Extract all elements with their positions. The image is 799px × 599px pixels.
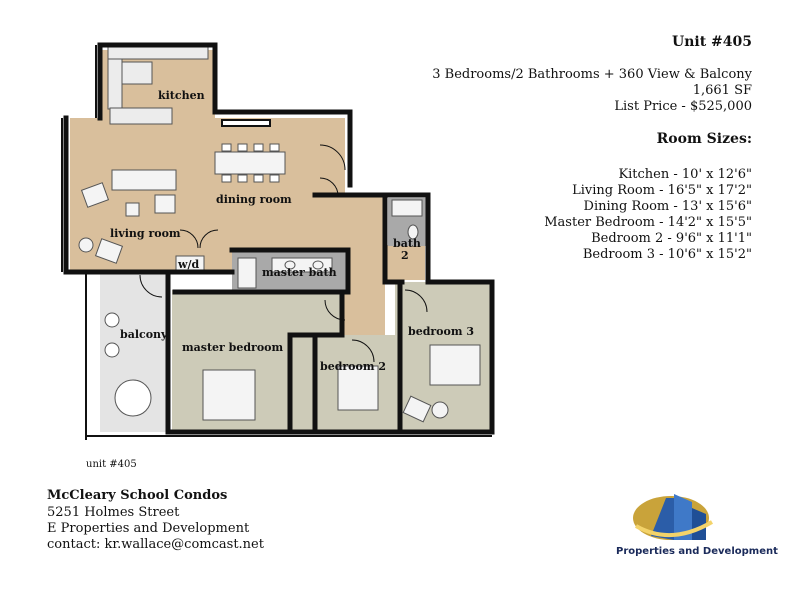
floor-wood (70, 50, 425, 335)
room-size-bedroom3: Bedroom 3 - 10'6" x 15'2" (582, 247, 752, 262)
room-label-balcony: balcony (120, 328, 168, 341)
plan-caption: unit #405 (86, 459, 137, 470)
kitchen-counters (107, 46, 209, 125)
summary-price: List Price - $525,000 (614, 99, 752, 114)
room-label-living: living room (110, 227, 181, 240)
room-label-bedroom3: bedroom 3 (408, 325, 474, 338)
address: 5251 Holmes Street (47, 505, 180, 520)
logo-text: Properties and Development (616, 546, 778, 557)
building-logo-icon (633, 494, 714, 540)
room-size-kitchen: Kitchen - 10' x 12'6" (618, 167, 752, 182)
walls (63, 42, 495, 435)
room-label-kitchen: kitchen (158, 89, 205, 102)
room-size-master: Master Bedroom - 14'2" x 15'5" (544, 215, 752, 230)
room-size-living: Living Room - 16'5" x 17'2" (572, 183, 752, 198)
company-logo: Properties and Development (616, 488, 778, 568)
exterior-windows (61, 45, 492, 440)
room-label-dining: dining room (216, 193, 292, 206)
company-name: E Properties and Development (47, 521, 250, 536)
room-size-dining: Dining Room - 13' x 15'6" (583, 199, 752, 214)
dining-table (214, 143, 286, 183)
unit-title: Unit #405 (671, 34, 752, 50)
room-label-bedroom2: bedroom 2 (320, 360, 386, 373)
room-label-master-bedroom: master bedroom (182, 341, 284, 354)
room-label-bath2: bath (393, 237, 421, 250)
project-name: McCleary School Condos (47, 488, 228, 503)
summary-area: 1,661 SF (692, 83, 752, 98)
living-furniture (78, 169, 177, 264)
contact-email: contact: kr.wallace@comcast.net (47, 537, 264, 552)
balcony-furniture (104, 312, 152, 417)
room-sizes-heading: Room Sizes: (656, 131, 752, 147)
room-label-master-bath: master bath (262, 266, 337, 279)
room-size-bedroom2: Bedroom 2 - 9'6" x 11'1" (591, 231, 752, 246)
room-label-bath2-num: 2 (401, 249, 409, 262)
summary-bedrooms: 3 Bedrooms/2 Bathrooms + 360 View & Balc… (432, 67, 752, 82)
bath-fixtures (175, 199, 423, 289)
room-label-wd: w/d (178, 258, 200, 271)
beds (202, 344, 481, 423)
door-swings (139, 144, 428, 363)
